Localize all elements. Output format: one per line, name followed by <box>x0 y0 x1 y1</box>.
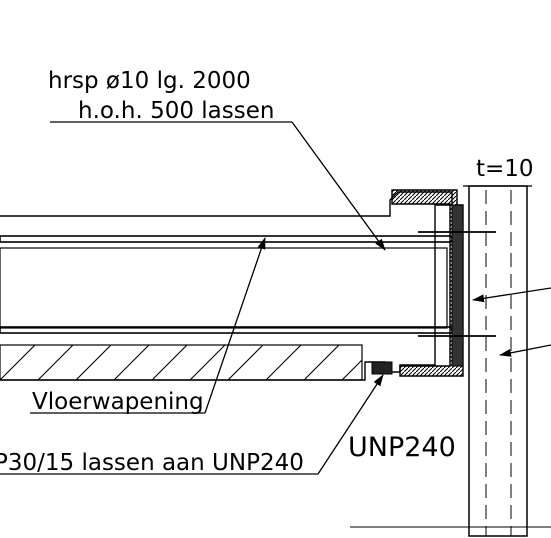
anchor-bolts <box>418 231 496 337</box>
unp240-channel-section <box>391 189 464 377</box>
rebar-spacing-label: h.o.h. 500 lassen <box>78 98 274 124</box>
floor-reinforcement-label: Vloerwapening <box>32 389 204 415</box>
steel-plate-column <box>463 185 532 537</box>
weld-note-label: P30/15 lassen aan UNP240 <box>0 450 304 476</box>
channel-profile-label: UNP240 <box>348 432 456 463</box>
leader-lines <box>0 121 551 528</box>
rebar-spec-label: hrsp ø10 lg. 2000 <box>48 68 251 94</box>
weld-plate-block <box>371 361 393 375</box>
slab-reinforcement-lines <box>0 235 453 334</box>
plate-thickness-label: t=10 <box>476 156 534 182</box>
hatched-insulation-strip <box>0 344 363 381</box>
